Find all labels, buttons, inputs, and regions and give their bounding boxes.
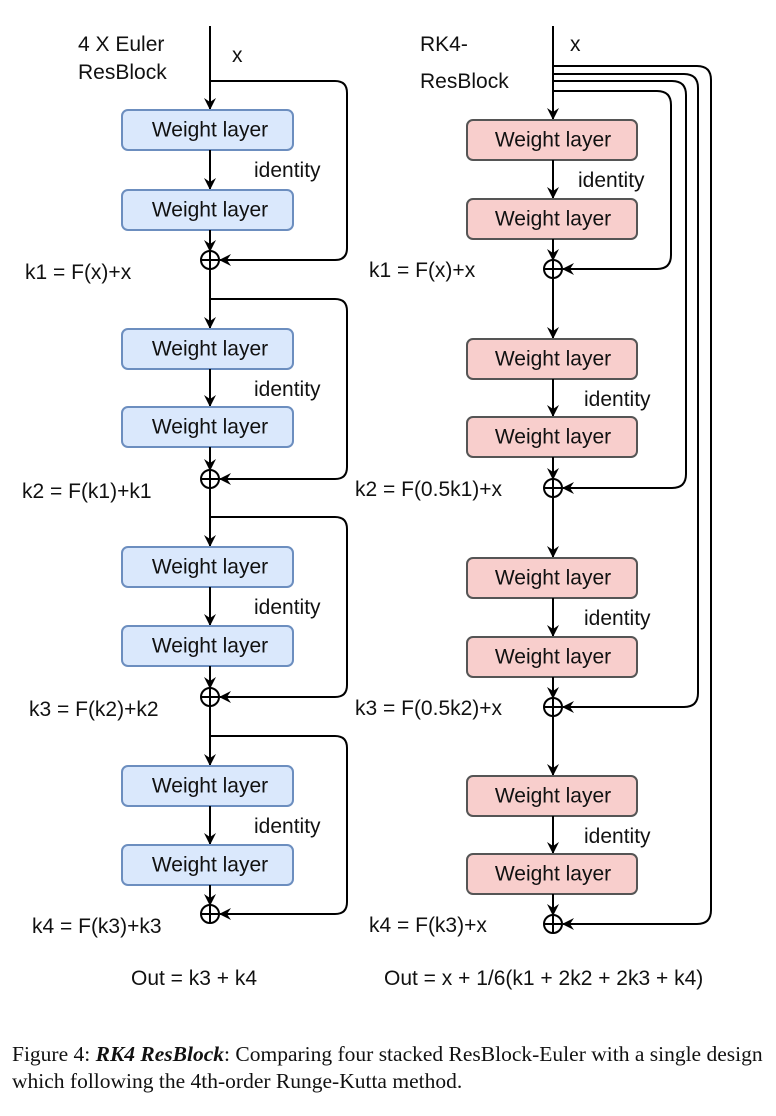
box-shape [121,625,294,667]
weight-layer-box: Weight layer [121,328,294,370]
identity-label: identity [254,159,321,182]
stage-equation: k1 = F(x)+x [369,259,476,282]
rk4-resblock-column: RK4- ResBlock x Weight layeridentityWeig… [355,26,712,990]
weight-layer-box: Weight layer [466,338,638,380]
box-label: Weight layer [495,426,611,449]
box-shape [121,546,294,588]
stage-equation: k2 = F(k1)+k1 [22,480,152,503]
box-shape [121,189,294,231]
identity-label: identity [584,607,651,630]
add-node [543,697,563,717]
identity-label: identity [254,378,321,401]
rk4-output-equation: Out = x + 1/6(k1 + 2k2 + 2k3 + k4) [384,967,703,990]
identity-label: identity [254,815,321,838]
identity-label: identity [254,596,321,619]
box-label: Weight layer [152,416,268,439]
weight-layer-box: Weight layer [121,109,294,151]
box-label: Weight layer [152,199,268,222]
stage-equation: k4 = F(k3)+k3 [32,915,162,938]
box-shape [121,109,294,151]
add-node [543,914,563,934]
add-node [200,469,220,489]
skip-connection-from-x [553,80,687,494]
box-label: Weight layer [495,348,611,371]
skip-connection-from-x [553,73,699,713]
weight-layer-box: Weight layer [466,775,638,817]
skip-connection [210,298,348,485]
box-label: Weight layer [495,646,611,669]
weight-layer-box: Weight layer [466,119,638,161]
weight-layer-box: Weight layer [466,416,638,458]
euler-resblock-column: 4 X Euler ResBlock x Weight layer identit… [22,26,348,990]
stage-equation: k3 = F(k2)+k2 [29,698,159,721]
euler-title-line2: ResBlock [78,61,167,84]
weight-layer-box: Weight layer [121,546,294,588]
skip-connection-from-x [553,65,712,930]
skip-connection [210,516,348,703]
weight-layer-box: Weight layer [121,765,294,807]
caption-text: : Comparing four stacked ResBlock-Euler … [12,1042,763,1093]
box-shape [121,328,294,370]
add-node [200,687,220,707]
box-shape [121,844,294,886]
add-node [543,259,563,279]
figure-caption: Figure 4: RK4 ResBlock: Comparing four s… [12,1041,772,1095]
rk4-title-line2: ResBlock [420,70,509,93]
box-label: Weight layer [495,785,611,808]
skip-connection-from-x [553,90,672,275]
box-label: Weight layer [495,208,611,231]
box-label: Weight layer [152,635,268,658]
weight-layer-box: Weight layer [121,625,294,667]
box-shape [121,406,294,448]
weight-layer-box: Weight layer [466,557,638,599]
euler-output-equation: Out = k3 + k4 [131,967,257,990]
rk4-input-label: x [570,33,581,56]
box-label: Weight layer [495,129,611,152]
euler-input-label: x [232,44,243,67]
box-shape [121,765,294,807]
weight-layer-box: Weight layer [466,198,638,240]
box-label: Weight layer [152,556,268,579]
add-node [543,478,563,498]
weight-layer-box: Weight layer [121,406,294,448]
box-label: Weight layer [495,863,611,886]
box-label: Weight layer [152,854,268,877]
euler-title-line1: 4 X Euler [78,33,164,56]
skip-connection [210,735,348,920]
stage-equation: k2 = F(0.5k1)+x [355,478,503,501]
weight-layer-box: Weight layer [121,189,294,231]
add-node [200,904,220,924]
identity-label: identity [584,825,651,848]
weight-layer-box: Weight layer [466,853,638,895]
rk4-title-line1: RK4- [420,33,468,56]
add-node [200,250,220,270]
identity-label: identity [578,169,645,192]
stage-equation: k1 = F(x)+x [25,261,132,284]
stage-equation: k3 = F(0.5k2)+x [355,697,503,720]
box-label: Weight layer [152,338,268,361]
box-label: Weight layer [152,775,268,798]
caption-title: RK4 ResBlock [95,1042,225,1066]
caption-prefix: Figure 4: [12,1042,96,1066]
identity-label: identity [584,388,651,411]
stage-equation: k4 = F(k3)+x [369,914,487,937]
box-label: Weight layer [152,119,268,142]
rk4-resblock-diagram: 4 X Euler ResBlock x Weight layer identit… [22,26,712,990]
weight-layer-box: Weight layer [466,636,638,678]
weight-layer-box: Weight layer [121,844,294,886]
box-label: Weight layer [495,567,611,590]
skip-connection [210,80,348,266]
